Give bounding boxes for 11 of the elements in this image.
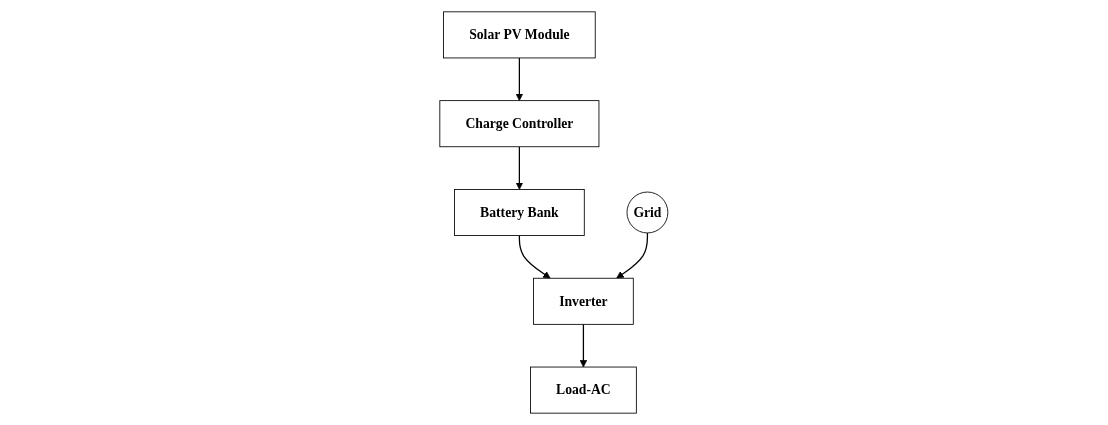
node-circle: Grid — [626, 191, 669, 234]
arrow — [616, 232, 649, 279]
arrow — [579, 323, 588, 368]
node-box: Battery Bank — [454, 189, 585, 236]
arrow — [518, 234, 551, 279]
node-box: Solar PV Module — [443, 11, 596, 59]
node-box: Charge Controller — [439, 100, 600, 148]
arrow — [515, 57, 524, 101]
node-box: Load-AC — [530, 366, 637, 414]
node-box: Inverter — [533, 277, 634, 325]
arrow — [515, 146, 524, 190]
